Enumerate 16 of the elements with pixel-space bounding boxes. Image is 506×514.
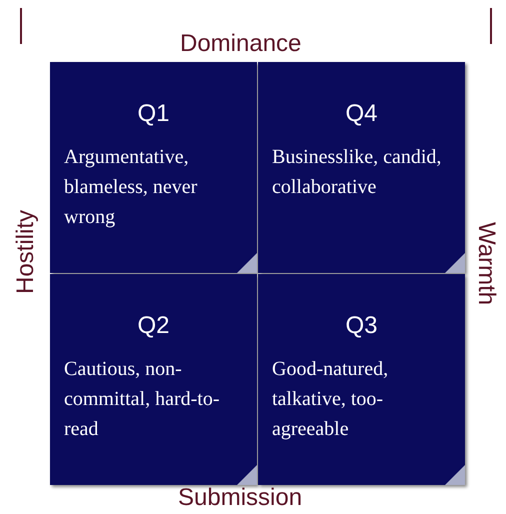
quadrant-box: [258, 62, 465, 273]
axis-label: Warmth: [472, 222, 500, 306]
quadrant-title: Q4: [344, 100, 378, 128]
quadrant-description: Businesslike, candid, collaborative: [272, 145, 442, 200]
axis-label: Dominance: [180, 30, 302, 58]
quadrant-title: Q2: [136, 312, 170, 340]
quadrant-title: Q3: [344, 312, 378, 340]
quadrant-description: Good-natured, talkative, too-agreeable: [272, 357, 390, 442]
quadrant-description: Cautious, non-committal, hard-to-read: [64, 357, 221, 442]
axis-label: Submission: [178, 484, 302, 512]
quadrant-box: [50, 274, 257, 485]
quadrant-box: [258, 274, 465, 485]
quadrant-box: [50, 62, 257, 273]
quadrant-description: Argumentative, blameless, never wrong: [64, 145, 198, 230]
quadrant-title: Q1: [136, 100, 170, 128]
axis-label: Hostility: [12, 210, 40, 294]
